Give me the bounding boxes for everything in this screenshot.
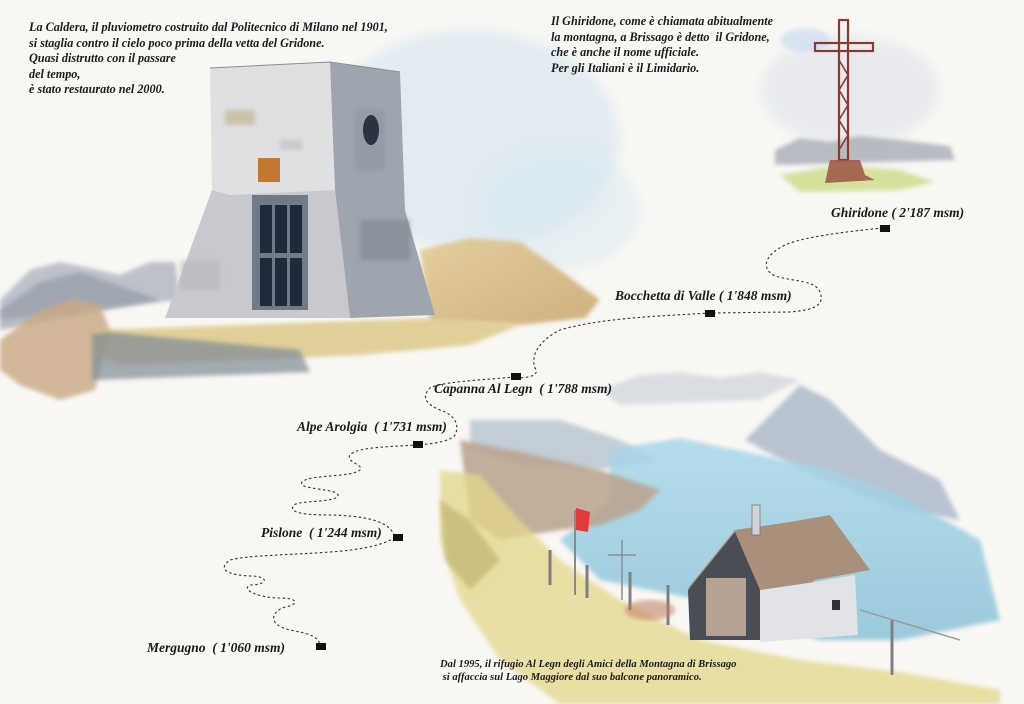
caldera-tower-painting [0, 30, 640, 400]
caption-line: è stato restaurato nel 2000. [29, 82, 165, 96]
stop-marker-pislone [393, 534, 403, 541]
caldera-caption: La Caldera, il pluviometro costruito dal… [29, 20, 388, 98]
stop-label-bocchetta: Bocchetta di Valle ( 1'848 msm) [615, 288, 792, 303]
caption-line: La Caldera, il pluviometro costruito dal… [29, 20, 388, 34]
caption-line: Il Ghiridone, come è chiamata abitualmen… [551, 14, 774, 28]
stop-marker-bocchetta [705, 310, 715, 317]
caption-line: che è anche il nome ufficiale. [551, 45, 700, 59]
caption-line: Per gli Italiani è il Limidario. [551, 60, 700, 75]
rifugio-painting [440, 372, 1000, 704]
stop-marker-mergugno [316, 643, 326, 650]
rifugio-caption: Dal 1995, il rifugio Al Legn degli Amici… [440, 658, 736, 684]
stop-label-alpe-arolgia: Alpe Arolgia ( 1'731 msm) [297, 419, 447, 434]
caption-line: Dal 1995, il rifugio Al Legn degli Amici… [440, 659, 737, 670]
stop-marker-ghiridone [880, 225, 890, 232]
ghiridone-caption: Il Ghiridone, come è chiamata abitualmen… [551, 14, 773, 76]
stop-label-pislone: Pislone ( 1'244 msm) [261, 525, 382, 540]
stop-marker-capanna [511, 373, 521, 380]
stop-label-capanna: Capanna Al Legn ( 1'788 msm) [434, 381, 613, 396]
summit-cross-painting [760, 18, 955, 192]
caption-line: la montagna, a Brissago è detto il Grido… [551, 29, 770, 44]
caption-line: del tempo, [29, 66, 81, 81]
caption-line: si staglia contro il cielo poco prima de… [29, 35, 325, 50]
caption-line: si affaccia sul Lago Maggiore dal suo ba… [440, 672, 702, 683]
caption-line: Quasi distrutto con il passare [29, 51, 176, 65]
stop-label-mergugno: Mergugno ( 1'060 msm) [147, 640, 286, 655]
stop-label-ghiridone: Ghiridone ( 2'187 msm) [831, 205, 965, 220]
trail-path [223, 227, 884, 646]
stop-marker-alpe-arolgia [413, 441, 423, 448]
